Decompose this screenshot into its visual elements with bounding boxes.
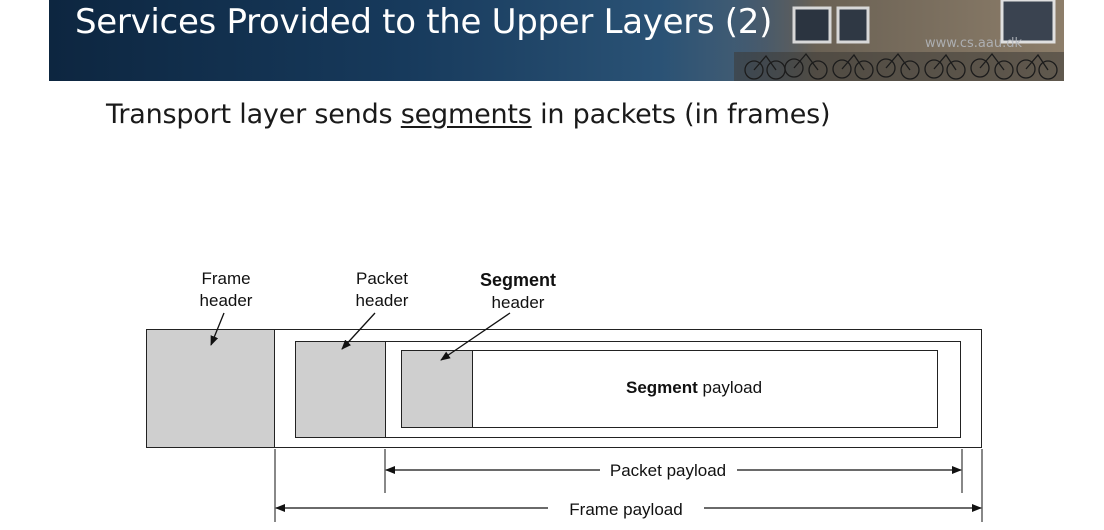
slide-title: Services Provided to the Upper Layers (2… bbox=[75, 2, 773, 42]
frame-header-pointer bbox=[210, 312, 225, 346]
subtitle-text-end: in packets (in frames) bbox=[531, 99, 831, 130]
title-banner: Services Provided to the Upper Layers (2… bbox=[49, 0, 1064, 81]
packet-header-pointer bbox=[341, 312, 376, 350]
packet-header-line1: Packet bbox=[356, 269, 408, 288]
packet-header-line2: header bbox=[355, 291, 409, 310]
building-photo bbox=[734, 0, 1064, 81]
segment-header-pointer bbox=[440, 312, 511, 361]
frame-header-line2: header bbox=[199, 291, 253, 310]
packet-header-label: Packet header bbox=[341, 268, 423, 312]
segment-header-line1: Segment bbox=[479, 270, 557, 290]
frame-payload-label: Frame payload bbox=[569, 500, 682, 519]
frame-header-box bbox=[146, 329, 275, 448]
segment-payload-rest: payload bbox=[697, 378, 763, 397]
watermark-url: www.cs.aau.dk bbox=[925, 36, 1022, 51]
subtitle-emphasis: segments bbox=[400, 99, 532, 130]
segment-header-box bbox=[401, 350, 473, 428]
segment-payload-label: Segment payload bbox=[626, 378, 762, 398]
slide-subtitle: Transport layer sends segments in packet… bbox=[106, 99, 831, 130]
subtitle-text-start: Transport layer sends bbox=[106, 99, 401, 130]
frame-header-line1: Frame bbox=[201, 269, 251, 288]
segment-header-line2: header bbox=[491, 293, 545, 312]
packet-header-box bbox=[295, 341, 386, 438]
segment-header-label: Segment header bbox=[468, 269, 568, 314]
packet-payload-label: Packet payload bbox=[610, 461, 726, 480]
segment-payload-bold: Segment bbox=[626, 378, 698, 397]
frame-header-label: Frame header bbox=[186, 268, 266, 312]
